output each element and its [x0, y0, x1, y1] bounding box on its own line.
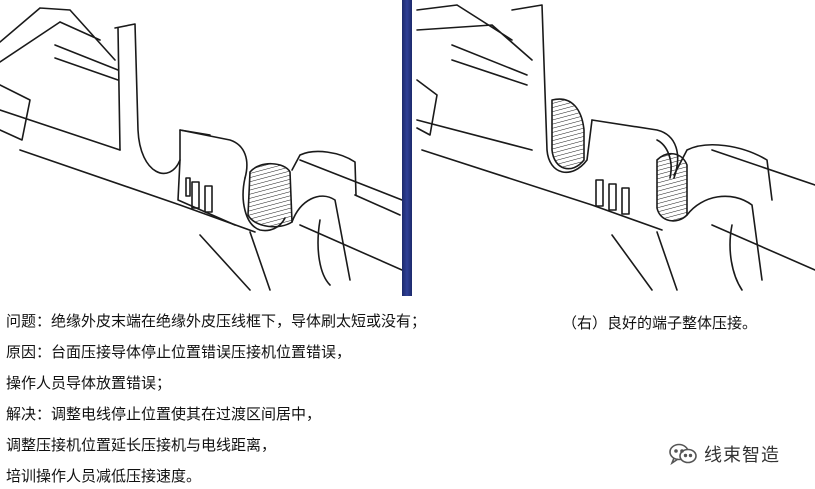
watermark: 线束智造	[668, 441, 780, 467]
solution-text-1: 解决：调整电线停止位置使其在过渡区间居中，	[6, 405, 322, 423]
good-crimp-illustration	[412, 0, 815, 296]
solution-text-2: 调整压接机位置延长压接机与电线距离，	[6, 436, 277, 454]
bad-crimp-drawing	[0, 7, 402, 291]
panel-divider	[402, 0, 412, 296]
bad-crimp-illustration	[0, 0, 402, 296]
good-crimp-drawing	[416, 4, 815, 291]
solution-text-3: 培训操作人员减低压接速度。	[6, 467, 202, 485]
cause-text-2: 操作人员导体放置错误；	[6, 374, 172, 392]
wechat-icon	[668, 442, 698, 466]
good-crimp-caption: （右）良好的端子整体压接。	[562, 314, 758, 332]
watermark-text: 线束智造	[704, 445, 780, 466]
cause-text-1: 原因：台面压接导体停止位置错误压接机位置错误，	[6, 343, 352, 361]
problem-text: 问题：绝缘外皮末端在绝缘外皮压线框下，导体刷太短或没有；	[6, 312, 427, 330]
